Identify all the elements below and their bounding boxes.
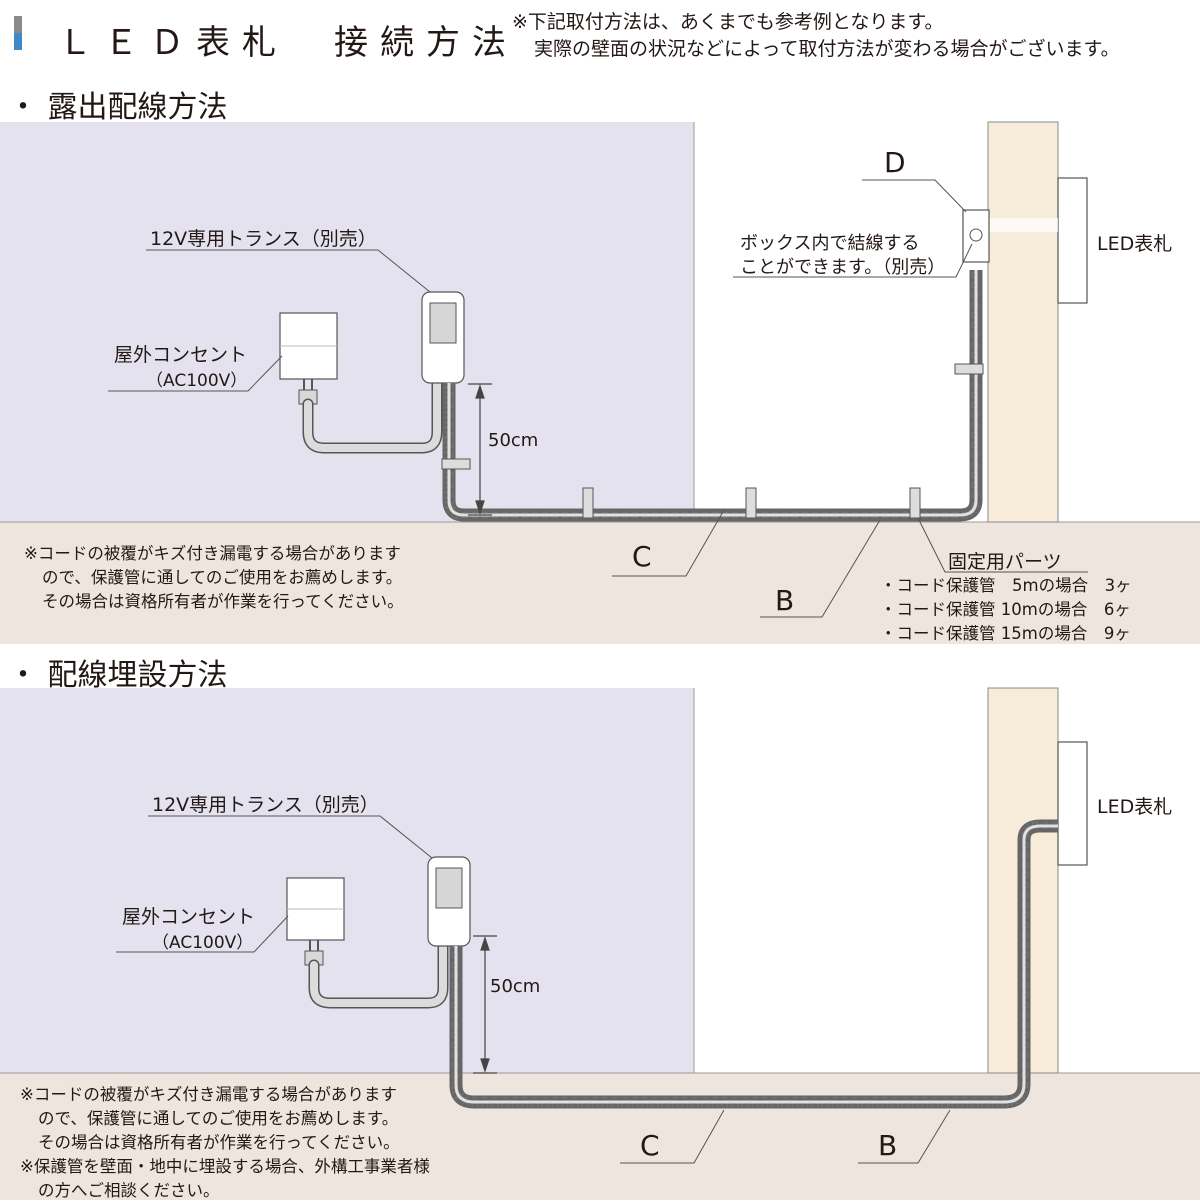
outlet-label-2: 屋外コンセント	[122, 906, 256, 928]
warning-1-line1: ※コードの被覆がキズ付き漏電する場合があります	[24, 544, 401, 563]
parts-title: 固定用パーツ	[948, 551, 1062, 573]
ground-area-2	[0, 1073, 1200, 1200]
junction-box-1	[962, 209, 990, 263]
label-c-1: C	[632, 540, 652, 573]
page-title: ＬＥＤ表札 接続方法	[58, 23, 518, 63]
wall-area-2	[0, 688, 694, 1073]
section1-title: ・ 露出配線方法	[8, 90, 228, 125]
junction-box-label: D	[884, 146, 906, 179]
warning-note-1: ※コードの被覆がキズ付き漏電する場合があります ので、保護管に通してのご使用をお…	[24, 542, 404, 614]
warning-1-line3: その場合は資格所有者が作業を行ってください。	[42, 592, 404, 611]
parts-item: ・コード保護管 5mの場合 3ヶ	[880, 576, 1132, 595]
label-b-2: B	[878, 1129, 898, 1162]
warning-note-2: ※コードの被覆がキズ付き漏電する場合があります ので、保護管に通してのご使用をお…	[20, 1083, 430, 1203]
transformer-2	[427, 856, 471, 947]
outdoor-outlet-2	[286, 877, 345, 966]
warning-2-line5: の方へご相談ください。	[38, 1181, 220, 1200]
post-1	[987, 121, 1059, 523]
outlet-label-1: 屋外コンセント	[114, 344, 248, 366]
transformer-1	[421, 291, 465, 384]
box-note-line1: ボックス内で結線する	[740, 233, 920, 254]
parts-item: ・コード保護管 15mの場合 9ヶ	[880, 624, 1131, 643]
box-note-line2: ことができます。（別売）	[740, 257, 946, 278]
outlet-voltage-1: （AC100V）	[146, 371, 248, 391]
transformer-label-2: 12V専用トランス（別売）	[152, 794, 379, 816]
led-nameplate-1	[1057, 177, 1088, 304]
dimension-label-2: 50cm	[490, 976, 541, 997]
outdoor-outlet-1	[279, 312, 338, 405]
outlet-voltage-2: （AC100V）	[152, 933, 254, 953]
transformer-label-1: 12V専用トランス（別売）	[150, 228, 377, 250]
header-note-line1: ※下記取付方法は、あくまでも参考例となります。	[512, 11, 944, 33]
section2-title: ・ 配線埋設方法	[8, 658, 228, 693]
led-nameplate-label-1: LED表札	[1097, 233, 1173, 255]
led-nameplate-label-2: LED表札	[1097, 796, 1173, 818]
label-c-2: C	[640, 1129, 660, 1162]
warning-1-line2: ので、保護管に通してのご使用をお薦めします。	[42, 568, 403, 587]
dimension-label-1: 50cm	[488, 430, 539, 451]
header-accent-bar	[14, 16, 22, 50]
parts-item: ・コード保護管 10mの場合 6ヶ	[880, 600, 1131, 619]
led-nameplate-2	[1057, 741, 1088, 866]
dimension-50cm-2	[473, 935, 497, 1074]
wall-area-1	[0, 122, 694, 522]
ground-area-1	[0, 522, 1200, 644]
warning-2-line4: ※保護管を壁面・地中に埋設する場合、外構工事業者様	[20, 1157, 430, 1176]
header-note-line2: 実際の壁面の状況などによって取付方法が変わる場合がございます。	[534, 38, 1120, 60]
dimension-50cm-1	[468, 383, 492, 516]
parts-list: ・コード保護管 5mの場合 3ヶ ・コード保護管 10mの場合 6ヶ ・コード保…	[880, 574, 1132, 646]
header-note: ※下記取付方法は、あくまでも参考例となります。 実際の壁面の状況などによって取付…	[512, 9, 1120, 63]
warning-2-line3: その場合は資格所有者が作業を行ってください。	[38, 1133, 400, 1152]
warning-2-line1: ※コードの被覆がキズ付き漏電する場合があります	[20, 1085, 397, 1104]
warning-2-line2: ので、保護管に通してのご使用をお薦めします。	[38, 1109, 399, 1128]
fixing-clips-1	[441, 363, 984, 519]
label-b-1: B	[775, 584, 795, 617]
